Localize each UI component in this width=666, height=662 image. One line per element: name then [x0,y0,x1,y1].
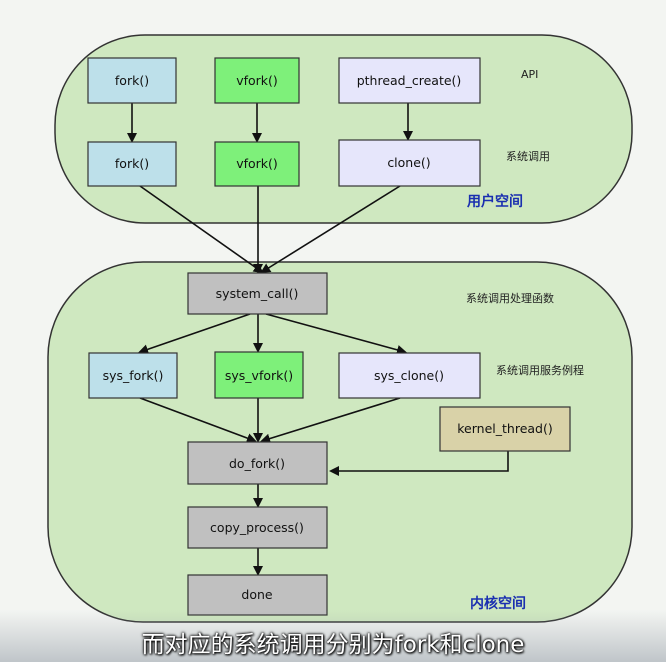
node-label: sys_vfork() [225,368,293,383]
node-label: fork() [115,156,149,171]
node-vfork-api: vfork() [214,57,300,104]
edges [127,103,509,576]
edge-sys-clone-to-do-fork [260,397,401,444]
node-label: vfork() [236,73,278,88]
edge-system-call-to-sys-clone [265,313,407,355]
edge-sys-fork-to-do-fork [139,397,257,443]
node-clone-sys: clone() [338,139,481,187]
node-label: do_fork() [229,456,285,471]
node-fork-api: fork() [87,57,177,104]
edge-kernel-thread-to-do-fork [329,451,509,476]
user-space-label: 用户空间 [467,193,523,210]
edge-clone-to-system-call [260,185,401,274]
node-label: done [241,587,273,602]
node-label: copy_process() [210,520,304,535]
syscall-service-label: 系统调用服务例程 [496,363,584,377]
node-system-call: system_call() [187,272,328,315]
node-fork-sys: fork() [87,141,177,187]
api-label: API [521,68,538,81]
syscall-label: 系统调用 [506,150,550,163]
node-done: done [187,574,328,616]
node-do-fork: do_fork() [187,441,328,485]
edge-fork-to-system-call [139,185,264,274]
node-label: system_call() [216,286,299,301]
syscall-handler-label: 系统调用处理函数 [466,292,554,305]
node-pthread-create: pthread_create() [338,57,481,104]
node-label: sys_clone() [374,368,444,383]
node-sys-clone: sys_clone() [338,352,481,399]
node-label: sys_fork() [103,368,164,383]
node-label: clone() [387,155,430,170]
node-sys-vfork: sys_vfork() [214,351,304,399]
video-subtitle: 而对应的系统调用分别为fork和clone [141,632,525,658]
node-kernel-thread: kernel_thread() [439,406,571,452]
node-label: pthread_create() [357,73,462,88]
node-label: vfork() [236,156,278,171]
subtitle-band [0,610,666,662]
node-label: kernel_thread() [457,421,552,436]
node-sys-fork: sys_fork() [88,352,178,399]
node-copy-process: copy_process() [187,506,328,549]
node-label: fork() [115,73,149,88]
node-vfork-sys: vfork() [214,141,300,187]
kernel-space-label: 内核空间 [470,595,526,612]
edge-system-call-to-sys-fork [138,313,251,355]
user-space-region [54,34,633,224]
